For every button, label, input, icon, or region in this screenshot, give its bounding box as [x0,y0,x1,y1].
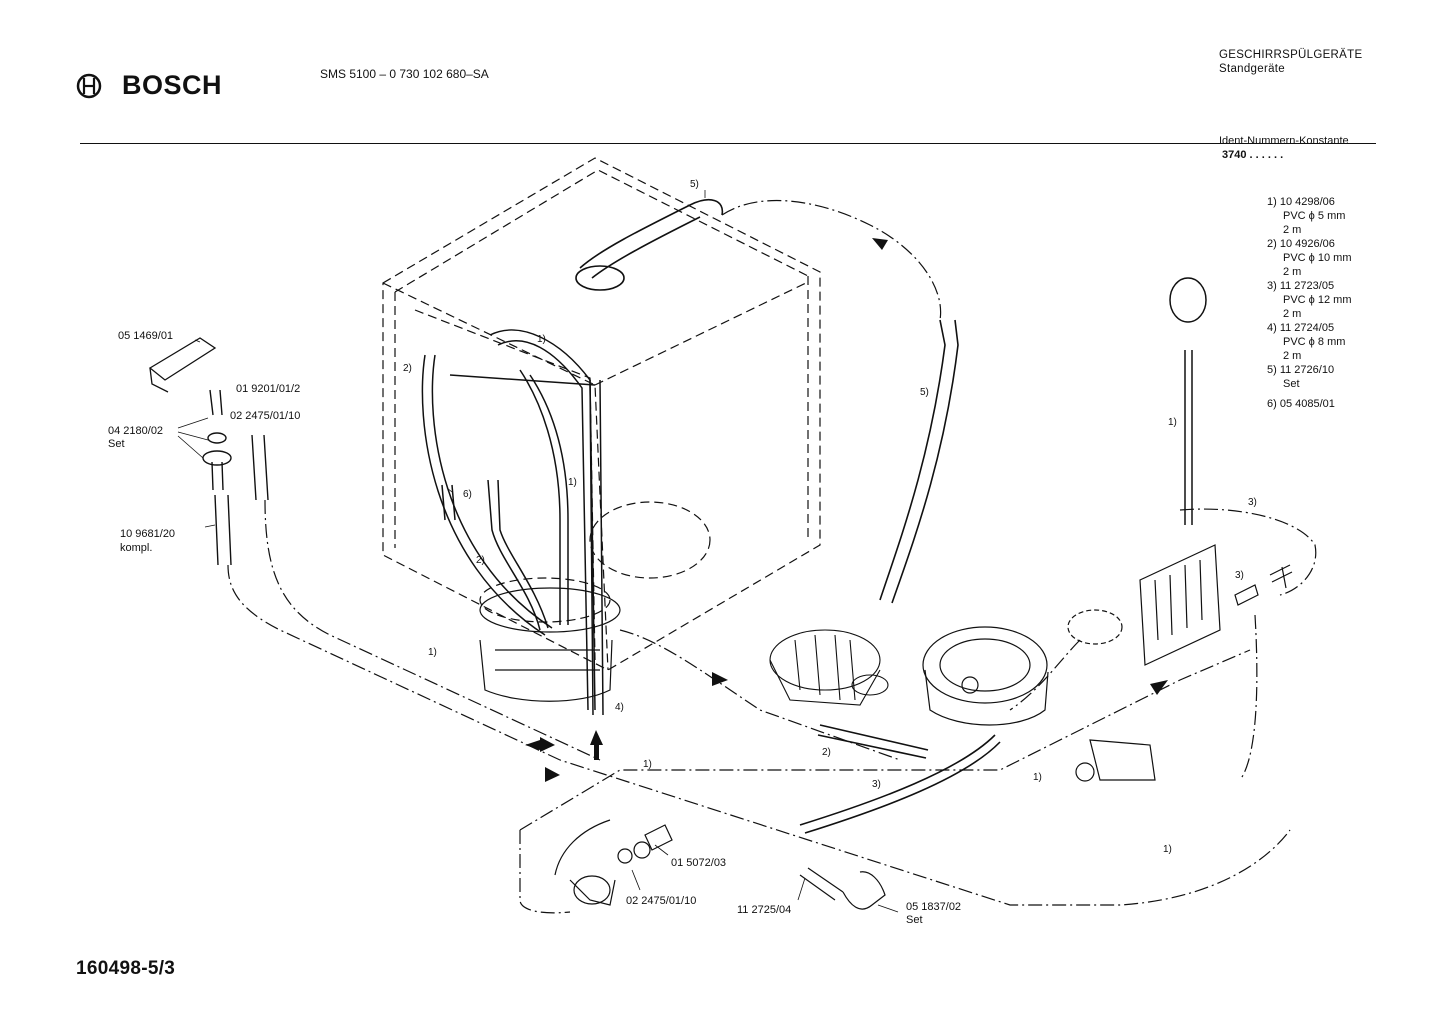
callout-5: 5) [920,387,929,398]
flow-path [227,199,1317,914]
flow-arrows [525,238,1168,782]
connector-3 [1234,564,1293,606]
hose-4 [589,379,604,716]
ident-value: 3740 . . . . . . [1222,149,1284,161]
hose-3 [799,734,1001,834]
part-label: kompl. [120,542,152,554]
callout-1: 1) [1033,772,1042,783]
callout-1: 1) [428,647,437,658]
document-number: 160498-5/3 [76,958,176,979]
part-label: 11 2725/04 [737,904,791,916]
left-arrow-icon [525,740,540,750]
part-label: 02 2475/01/10 [230,410,300,422]
bosch-armature-logo-icon [76,73,102,98]
callout-4: 4) [615,702,624,713]
part-label: 05 1837/02 [906,901,961,913]
callout-2: 2) [403,363,412,374]
tub-outline [382,157,821,671]
callout-5: 5) [690,179,699,190]
pump-housing [922,626,1049,726]
brand-name: BOSCH [122,70,223,100]
callout-1: 1) [1163,844,1172,855]
right-arrow-icon [545,767,560,782]
hose-5 [575,199,959,604]
callout-1: 1) [537,334,546,345]
part-labels: 05 1469/01 01 9201/01/2 02 2475/01/10 04… [108,330,961,926]
category-title: GESCHIRRSPÜLGERÄTE [1219,49,1363,61]
brand-block: BOSCH [76,70,222,101]
leader-lines [177,190,899,913]
callout-2: 2) [476,555,485,566]
control-board [1139,544,1221,666]
up-right-arrow-icon [1150,680,1168,695]
right-arrow-icon [712,672,728,686]
category-subtitle: Standgeräte [1219,63,1285,75]
callout-1: 1) [643,759,652,770]
callout-labels: 5) 1) 2) 5) 1) 1) 6) 3) 2) 3) 1) 4) 2) 1… [403,179,1257,855]
part-label: 01 5072/03 [671,857,726,869]
model-number: SMS 5100 – 0 730 102 680–SA [320,67,489,81]
callout-1: 1) [568,477,577,488]
header-rule [80,143,1376,144]
ident-block: Ident-Nummern-Konstante 3740 . . . . . . [1219,134,1349,162]
right-arrow-icon [540,737,555,752]
product-category: GESCHIRRSPÜLGERÄTE Standgeräte [1219,48,1362,76]
callout-2: 2) [822,747,831,758]
part-label: 01 9201/01/2 [236,383,300,395]
legend-item: 6) 05 4085/01 [1267,398,1335,410]
up-left-arrow-icon [872,238,888,250]
part-label: 04 2180/02 [108,425,163,437]
callout-3: 3) [1235,570,1244,581]
hose-1-right [1169,277,1207,525]
part-label: 05 1469/01 [118,330,173,342]
up-arrow-icon [590,730,603,745]
callout-1: 1) [1168,417,1177,428]
sump-assembly [479,587,621,702]
inlet-valve [1075,739,1156,782]
hose-2 [817,724,929,759]
ident-label: Ident-Nummern-Konstante [1219,135,1349,147]
part-label: Set [906,914,923,926]
callout-3: 3) [1248,497,1257,508]
circulation-pump [769,629,889,706]
part-label: 02 2475/01/10 [626,895,696,907]
hose-clip [148,337,217,393]
callout-6: 6) [463,489,472,500]
part-label: 10 9681/20 [120,528,175,540]
part-label: Set [108,438,125,450]
bottom-fittings [554,819,886,910]
callout-3: 3) [872,779,881,790]
internal-hoses [421,329,596,711]
